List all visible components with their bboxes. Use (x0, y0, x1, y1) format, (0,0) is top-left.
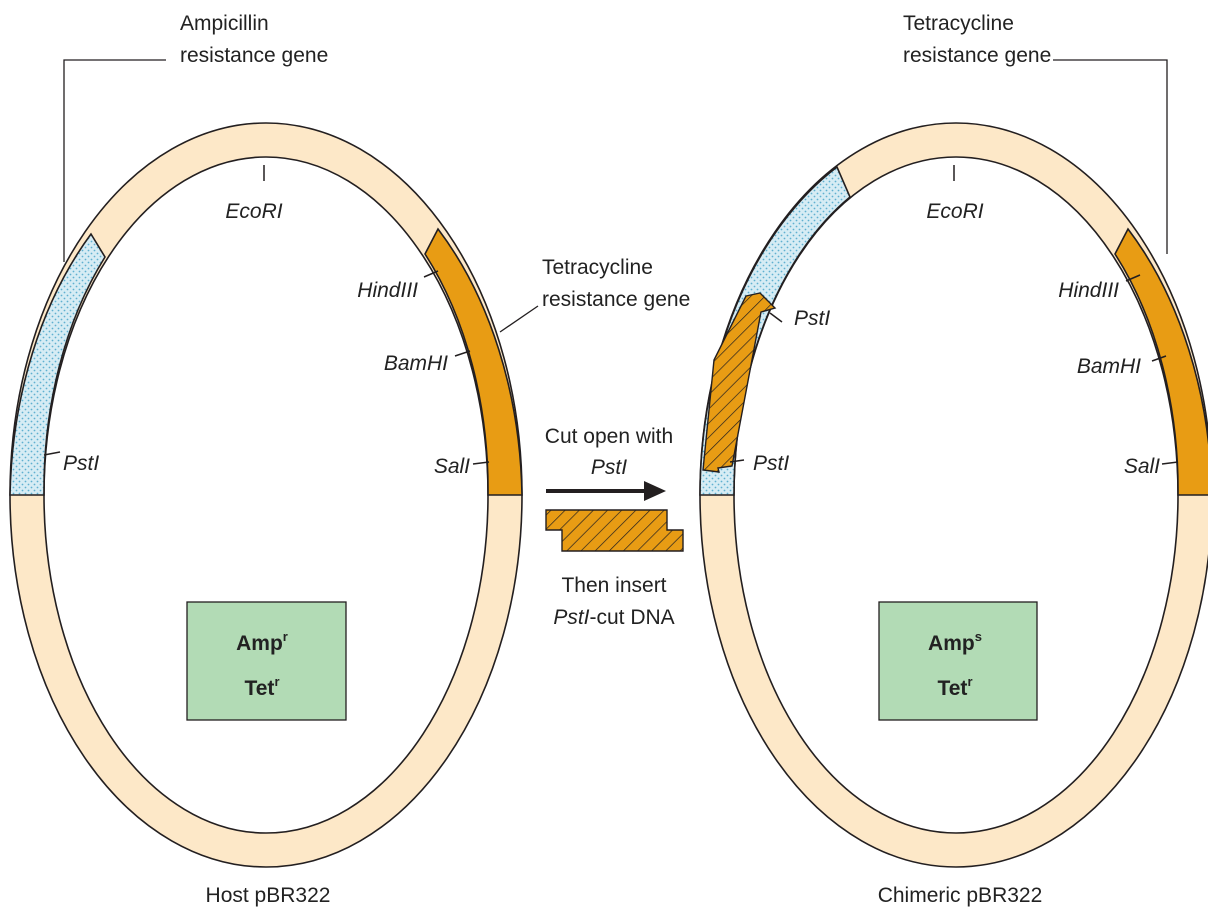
chimeric-psti-lower-label: PstI (753, 452, 789, 475)
chimeric-bamhi-tick (1151, 355, 1167, 362)
chimeric-phenotype-amp: Amps (928, 629, 982, 655)
chimeric-phenotype-box (878, 601, 1038, 721)
chimeric-phenotype-tet: Tetr (937, 674, 972, 700)
host-hindiii-label: HindIII (357, 279, 418, 302)
host-ampicillin-gene-segment (9, 232, 106, 496)
chimeric-hindiii-label: HindIII (1058, 279, 1119, 302)
host-bamhi-tick (454, 350, 471, 357)
chimeric-tetracycline-gene-segment (1114, 227, 1208, 496)
insert-step-line1: Then insert (561, 574, 666, 597)
host-sali-label: SalI (434, 455, 470, 478)
chimeric-caption: Chimeric pBR322 (878, 884, 1043, 907)
chimeric-ecori-label: EcoRI (926, 200, 983, 223)
host-caption: Host pBR322 (206, 884, 331, 907)
host-ampicillin-label-line1: Ampicillin (180, 12, 269, 35)
host-phenotype-box (186, 601, 347, 721)
chimeric-sali-tick (1161, 461, 1179, 465)
chimeric-hindiii-tick (1125, 274, 1141, 282)
chimeric-bamhi-label: BamHI (1077, 355, 1141, 378)
chimeric-inserted-dna (702, 292, 777, 473)
chimeric-sali-label: SalI (1124, 455, 1160, 478)
host-ampicillin-callout-line (63, 59, 166, 262)
host-psti-tick (43, 451, 61, 456)
host-bamhi-label: BamHI (384, 352, 448, 375)
chimeric-psti-upper-label: PstI (794, 307, 830, 330)
chimeric-psti-upper-tick (769, 312, 783, 323)
host-ampicillin-label-line2: resistance gene (180, 44, 328, 67)
host-phenotype-tet: Tetr (244, 674, 279, 700)
insert-step-line2: PstI-cut DNA (553, 606, 674, 629)
host-tetracycline-label-line1: Tetracycline (542, 256, 653, 279)
chimeric-tetracycline-label-line2: resistance gene (903, 44, 1051, 67)
host-hindiii-tick (423, 270, 439, 278)
host-tetracycline-gene-segment (424, 227, 523, 496)
cut-step-line2: PstI (591, 456, 627, 479)
host-ecori-label: EcoRI (225, 200, 282, 223)
host-plasmid-ring (9, 122, 523, 868)
host-tetracycline-label-line2: resistance gene (542, 288, 690, 311)
chimeric-tetracycline-callout-line (1053, 59, 1168, 254)
host-phenotype-amp: Ampr (236, 629, 288, 655)
process-arrow-icon (644, 481, 666, 501)
psti-cut-dna-insert (545, 509, 684, 552)
cut-step-line1: Cut open with (545, 425, 673, 448)
procedure-steps: Cut open with PstI Then insert PstI-cut … (545, 425, 684, 629)
chimeric-plasmid: EcoRI HindIII BamHI SalI PstI PstI Tetra… (699, 12, 1208, 907)
host-sali-tick (472, 461, 490, 465)
host-psti-label: PstI (63, 452, 99, 475)
host-tetracycline-callout-line (499, 305, 539, 333)
chimeric-tetracycline-label-line1: Tetracycline (903, 12, 1014, 35)
chimeric-psti-lower-tick (729, 459, 745, 463)
host-plasmid: EcoRI HindIII BamHI SalI PstI Ampicillin… (9, 12, 690, 907)
